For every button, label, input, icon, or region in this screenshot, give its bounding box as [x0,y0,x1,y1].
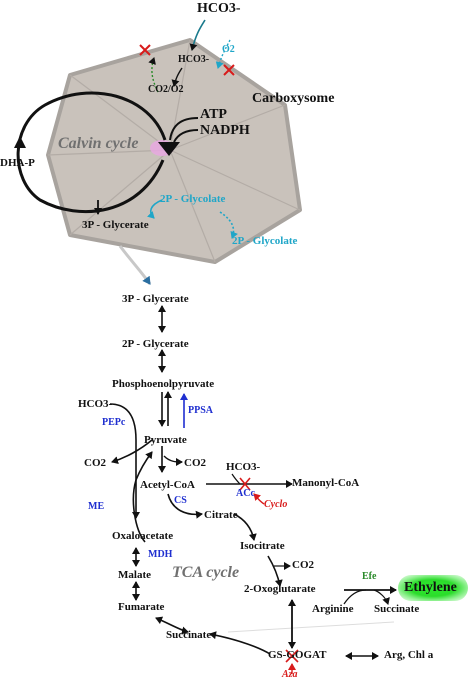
calvin-arrowhead-right [158,142,180,156]
glycolate-inner-arrow [146,199,163,219]
calvin-cycle-label: Calvin cycle [58,135,139,152]
pepc-arrow [109,403,140,519]
hco3-entry-arrow [189,19,206,51]
aza-label: Aza [282,669,298,680]
dha-p-label: DHA-P [0,157,35,169]
export-arrow [118,245,152,285]
malonyl-label: Manonyl-CoA [292,477,360,489]
oxaloacetate-label: Oxaloacetate [112,530,174,542]
atp-arrow [169,117,199,141]
succinate-gogat-arrow [209,631,271,655]
hco3-pepc-label: HCO3- [78,398,113,410]
ppsa-label: PPSA [188,405,213,416]
nadph-label: NADPH [200,123,250,138]
hco3-to-co2-arrow [171,67,183,87]
malate-label: Malate [118,569,151,581]
hco3-acc-label: HCO3- [226,461,261,473]
fumarate-label: Fumarate [118,601,165,613]
succinate-efe-label: Succinate [374,603,420,615]
mdh-label: MDH [148,549,173,560]
glycolate-outer-arrow [219,211,238,239]
carboxysome-label: Carboxysome [252,91,335,106]
o2-entry-arrow [215,39,231,69]
arginine-to-efe [343,589,367,605]
me-arrow [132,451,153,543]
cs-arrow [167,493,203,519]
hco3-acc-arrow [231,473,241,485]
faint-line [227,621,395,633]
citrate-to-isocitrate-arrow [233,513,257,541]
gogat-block-mark [285,649,299,663]
p2-glycerate-label: 2P - Glycerate [122,338,189,350]
acc-label: ACc [236,488,255,499]
arg-chl-label: Arg, Chl a [384,649,434,661]
calvin-cycle-loop [16,91,167,214]
efe-label: Efe [362,571,377,582]
block-mark-right [223,64,235,76]
cyclo-arrow [253,493,265,505]
co2-c-label: CO2 [292,559,314,571]
fumarate-succinate-arrow [155,616,189,635]
pdh-co2-arrow [163,455,183,466]
acc-block-mark [239,477,251,491]
calvin-arrowhead-left [14,136,26,148]
pepc-label: PEPc [102,417,126,428]
me-label: ME [88,501,105,512]
ethylene-glow [398,575,468,601]
co2-o2-label: CO2/O2 [148,84,184,95]
co2-leak-arrow [148,57,159,93]
pep-label: Phosphoenolpyruvate [112,378,215,390]
co2-a-label: CO2 [84,457,106,469]
ethylene-label: Ethylene [404,580,457,595]
gs-gogat-label: GS-GOGAT [268,649,327,661]
hco3-inner-label: HCO3- [178,54,210,65]
cyclo-label: Cyclo [264,499,288,510]
me-co2-arrow [111,439,153,465]
p3-glycerate-inner-label: 3P - Glycerate [82,219,149,231]
co2-b-label: CO2 [184,457,206,469]
glycolate-inner-label: 2P - Glycolate [160,193,226,205]
succinate-label: Succinate [166,629,212,641]
o2-label: O2 [222,44,235,55]
block-mark-left [139,44,151,56]
hco3-top-label: HCO3- [197,1,241,16]
arginine-label: Arginine [312,603,354,615]
atp-label: ATP [200,107,227,122]
citrate-label: Citrate [204,509,238,521]
efe-to-succinate [373,589,390,605]
isocitrate-label: Isocitrate [240,540,285,552]
pyruvate-label: Pyruvate [144,434,187,446]
nadph-arrow [173,129,199,143]
oxoglutarate-label: 2-Oxoglutarate [244,583,316,595]
p3-glycerate-label: 3P - Glycerate [122,293,189,305]
acetyl-label: Acetyl-CoA [140,479,195,491]
isocitrate-to-oxo-arrow [267,555,283,587]
tca-cycle-label: TCA cycle [172,564,240,581]
main-chain-arrows [158,305,172,427]
glycolate-outer-label: 2P - Glycolate [232,235,298,247]
cs-label: CS [174,495,187,506]
